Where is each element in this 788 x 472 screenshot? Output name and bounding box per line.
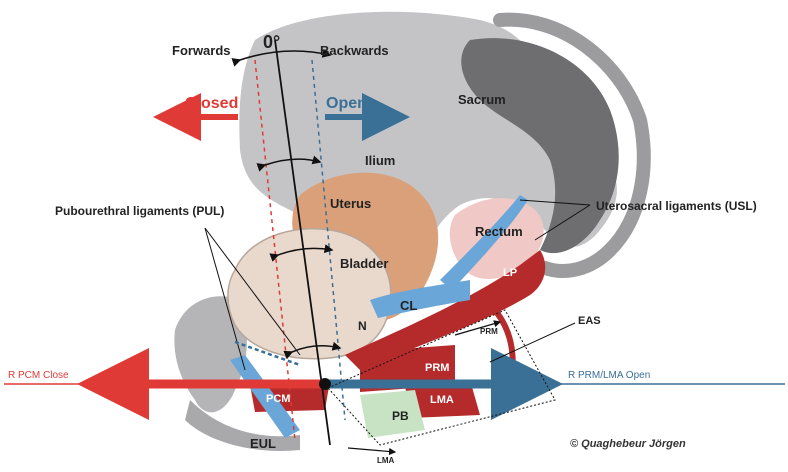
open-label: Open	[326, 95, 367, 112]
usl-label: Uterosacral ligaments (USL)	[596, 199, 757, 213]
usl-ligament	[440, 195, 528, 290]
bottom-angle-arc	[283, 341, 342, 360]
prm-small-label: PRM	[480, 327, 498, 336]
angle-label: 0°	[263, 32, 280, 52]
uterus-label: Uterus	[330, 196, 371, 211]
urethra	[230, 355, 300, 438]
copyright-label: © Quaghebeur Jörgen	[570, 438, 686, 450]
pb-label: PB	[392, 409, 409, 423]
closed-label: Closed	[185, 95, 238, 112]
cervix-ligament	[370, 280, 470, 318]
pul-dashed	[234, 340, 301, 367]
lma-label: LMA	[430, 394, 454, 406]
lma-vector	[347, 447, 397, 456]
center-pivot	[319, 378, 331, 390]
top-angle-arc	[231, 48, 332, 67]
lma-muscle	[405, 380, 480, 418]
prm-vector	[454, 320, 502, 336]
prm-label: PRM	[425, 362, 449, 374]
dotted-triangle	[327, 309, 556, 446]
backwards-label: Backwards	[320, 43, 389, 58]
perineal-body	[360, 390, 425, 438]
lp-label: LP	[503, 267, 517, 279]
pul-pointer-2	[204, 227, 301, 356]
ilium-label: Ilium	[365, 153, 395, 168]
bladder-label: Bladder	[340, 256, 388, 271]
n-label: N	[358, 319, 367, 333]
eas-label: EAS	[578, 315, 601, 327]
lma-small-label: LMA	[377, 456, 395, 465]
lower-gray-tissue	[185, 400, 300, 451]
low-angle-arc	[269, 244, 334, 262]
pcm-label: PCM	[266, 393, 290, 405]
neutral-axis-line	[274, 39, 331, 446]
mid-angle-arc	[256, 155, 322, 172]
sacrum-label: Sacrum	[458, 92, 506, 107]
pul-label: Pubourethral ligaments (PUL)	[55, 204, 224, 218]
levator-plate-muscle	[345, 250, 546, 370]
eas-pointer	[489, 322, 576, 363]
usl-pointer-1	[519, 199, 591, 206]
r-pcm-close-label: R PCM Close	[8, 370, 69, 381]
eul-label: EUL	[250, 436, 276, 451]
pul-pointer-1	[204, 227, 246, 371]
r-prm-lma-open-label: R PRM/LMA Open	[568, 370, 650, 381]
forwards-label: Forwards	[172, 43, 231, 58]
sacrum-outline	[493, 12, 651, 278]
cl-label: CL	[400, 298, 417, 313]
usl-pointer-2	[534, 204, 591, 241]
rectum-label: Rectum	[475, 224, 523, 239]
sacrum-shape	[461, 38, 619, 254]
